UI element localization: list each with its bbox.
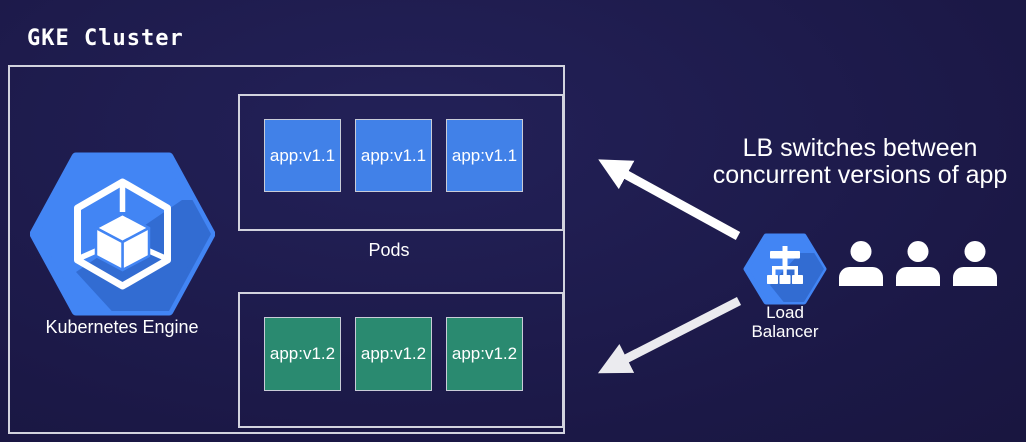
load-balancer-tree-glyph	[767, 246, 803, 284]
load-balancer-label-line2: Balancer	[751, 322, 819, 341]
pods-label: Pods	[368, 240, 410, 260]
user-icon	[953, 241, 997, 286]
lb-annotation-line1: LB switches between	[742, 134, 978, 162]
load-balancer-label: Load Balancer	[730, 303, 840, 341]
diagram-title: GKE Cluster	[27, 26, 184, 51]
pods-v2-row: app:v1.2 app:v1.2 app:v1.2	[238, 292, 564, 428]
pod-app-v1-1: app:v1.1	[355, 119, 432, 192]
arrow-to-v2-pods	[597, 296, 742, 374]
user-icon	[839, 241, 883, 286]
pods-v1-row: app:v1.1 app:v1.1 app:v1.1	[238, 94, 564, 231]
pod-app-v1-1: app:v1.1	[264, 119, 341, 192]
kubernetes-engine-logo	[74, 178, 171, 290]
pod-app-v1-2: app:v1.2	[446, 317, 523, 391]
lb-annotation: LB switches between concurrent versions …	[690, 135, 1026, 189]
load-balancer-hexagon-icon	[743, 233, 827, 305]
cluster-boundary-box	[8, 65, 565, 434]
lb-annotation-line2: concurrent versions of app	[712, 161, 1008, 189]
user-icon	[896, 241, 940, 286]
pod-app-v1-1: app:v1.1	[446, 119, 523, 192]
kubernetes-engine-label: Kubernetes Engine	[45, 317, 199, 337]
pod-app-v1-2: app:v1.2	[355, 317, 432, 391]
gke-hexagon-cube-icon	[30, 152, 215, 316]
load-balancer-label-line1: Load	[766, 303, 804, 322]
pod-app-v1-2: app:v1.2	[264, 317, 341, 391]
